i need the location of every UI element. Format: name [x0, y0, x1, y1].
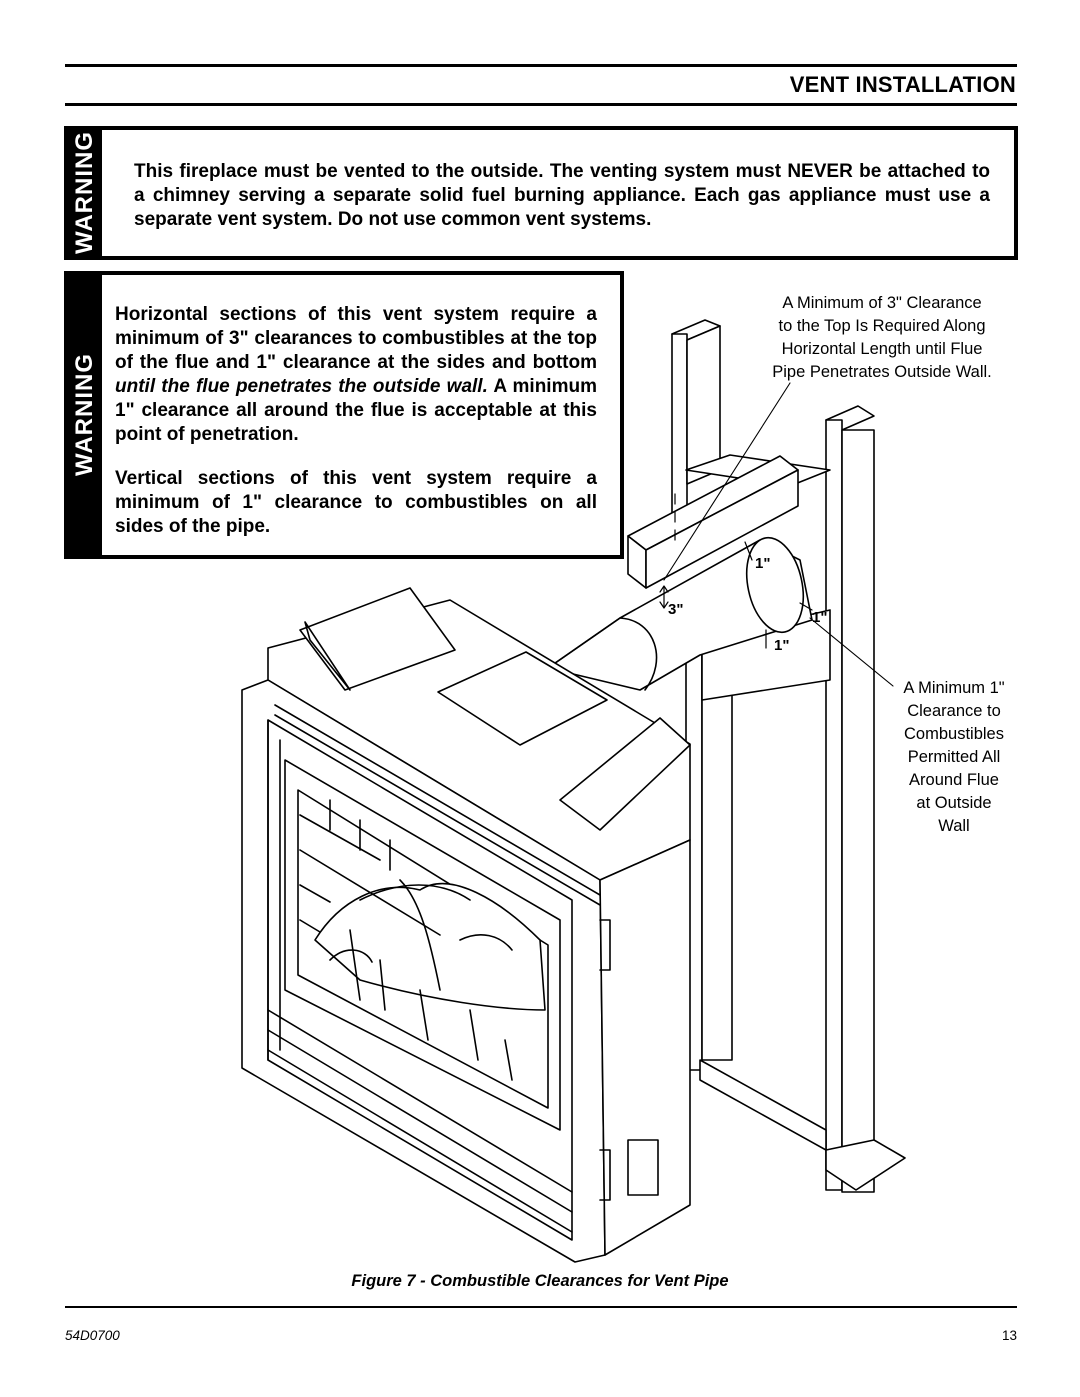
warning-paragraph: This fireplace must be vented to the out… [134, 161, 990, 230]
warning-paragraph-vertical: Vertical sections of this vent system re… [115, 468, 597, 537]
warning-box-venting: WARNING This fireplace must be vented to… [65, 127, 1017, 259]
page-title: VENT INSTALLATION [789, 72, 1016, 97]
figure-caption: Figure 7 - Combustible Clearances for Ve… [351, 1272, 729, 1290]
warning-text-venting: This fireplace must be vented to the out… [134, 160, 990, 232]
dimension-label-side: 1" [812, 609, 828, 626]
warning-box-clearances: WARNING Horizontal sections of this vent… [65, 272, 623, 558]
framing-stud-right [825, 405, 875, 1193]
warning-paragraph-horizontal: Horizontal sections of this vent system … [115, 304, 597, 445]
document-number: 54D0700 [65, 1328, 120, 1343]
callout-outside-wall-clearance: A Minimum 1" Clearance to Combustibles P… [903, 679, 1005, 835]
callout-top-clearance: A Minimum of 3" Clearance to the Top Is … [772, 294, 992, 381]
dimension-label-side: 1" [755, 555, 771, 572]
header-rule-bottom [65, 103, 1017, 106]
dimension-markers [659, 493, 813, 649]
dimension-label-bottom: 1" [774, 637, 790, 654]
framing-bottom-plate [699, 1059, 906, 1191]
dimension-label-top: 3" [668, 601, 684, 618]
framing-stud-left [685, 639, 733, 1071]
vent-pipe [547, 536, 813, 691]
warning-text-clearances: Horizontal sections of this vent system … [115, 303, 597, 539]
warning-emphasis: until the flue penetrates the outside wa… [115, 376, 488, 397]
header-rule-top [65, 64, 1017, 67]
page-number: 13 [1001, 1328, 1017, 1343]
footer-rule [65, 1306, 1017, 1308]
callout-leader-lines [663, 382, 894, 687]
fireplace-unit [241, 587, 691, 1263]
